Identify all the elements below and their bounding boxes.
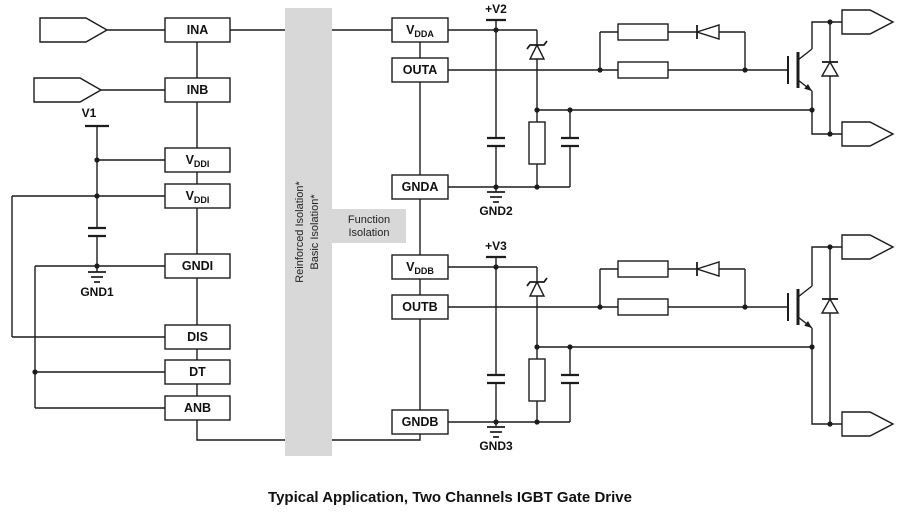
terminal-arrow-icon [841, 234, 895, 260]
v1-label: V1 [82, 106, 97, 120]
wire [448, 246, 842, 427]
capacitor-icon [561, 136, 579, 148]
pin-label-inb: INB [187, 83, 209, 97]
ground-symbol-icon [88, 271, 106, 283]
pin-box-outa: OUTA [391, 57, 449, 83]
gnd1-label: GND1 [80, 285, 114, 299]
freewheel-diode-icon [820, 60, 840, 77]
pin-label-gndb: GNDB [402, 415, 439, 429]
isolation-barrier: Reinforced Isolation* Basic Isolation* F… [285, 8, 406, 456]
input-signal-arrow-icon [33, 77, 103, 103]
gnd2-label: GND2 [479, 204, 513, 218]
reinforced-isolation-label: Reinforced Isolation* [294, 181, 306, 283]
capacitor-icon [561, 373, 579, 385]
pin-box-anb: ANB [164, 395, 231, 421]
pin-box-outb: OUTB [391, 294, 449, 320]
basic-isolation-label: Basic Isolation* [309, 194, 321, 270]
pin-box-gnda: GNDA [391, 174, 449, 200]
pin-box-dt: DT [164, 359, 231, 385]
freewheel-diode-icon [820, 297, 840, 314]
pin-label-dis: DIS [187, 330, 208, 344]
pin-label-gnda: GNDA [402, 180, 439, 194]
capacitor-icon [487, 136, 505, 148]
pin-box-ina: INA [164, 17, 231, 43]
v2-label: +V2 [485, 2, 507, 16]
pin-label-gndi: GNDI [182, 259, 213, 273]
pin-box-vdda: VDDA [391, 17, 449, 43]
igbt-icon [787, 289, 812, 328]
resistor-icon [528, 121, 546, 165]
resistor-icon [617, 61, 669, 79]
pin-label-ina: INA [187, 23, 209, 37]
zener-diode-icon [526, 40, 548, 60]
zener-diode-icon [526, 277, 548, 297]
pin-box-vddi-2: VDDI [164, 183, 231, 209]
pin-box-vddi-1: VDDI [164, 147, 231, 173]
diode-icon [694, 261, 720, 277]
v3-label: +V3 [485, 239, 507, 253]
igbt-icon [787, 52, 812, 91]
pin-box-dis: DIS [164, 324, 231, 350]
wire [11, 29, 165, 409]
pin-label-anb: ANB [184, 401, 211, 415]
resistor-icon [528, 358, 546, 402]
gnd3-label: GND3 [479, 439, 513, 453]
function-isolation-box [332, 209, 406, 243]
pin-label-vddi-1: VDDI [186, 153, 210, 169]
ground-symbol-icon [487, 191, 505, 203]
pin-box-inb: INB [164, 77, 231, 103]
resistor-icon [617, 298, 669, 316]
isolation-bar [285, 8, 332, 456]
pin-label-vddb: VDDB [406, 260, 434, 276]
pin-label-vdda: VDDA [406, 23, 434, 39]
resistor-icon [617, 23, 669, 41]
ground-symbol-icon [487, 426, 505, 438]
capacitor-icon [487, 373, 505, 385]
function-isolation-label-line2: Isolation [349, 227, 390, 239]
terminal-arrow-icon [841, 9, 895, 35]
diode-icon [694, 24, 720, 40]
terminal-arrow-icon [841, 121, 895, 147]
junction-dots [32, 19, 833, 427]
pin-label-vddi-2: VDDI [186, 189, 210, 205]
wire [448, 20, 842, 192]
function-isolation-label-line1: Function [348, 214, 390, 226]
input-signal-arrow-icon [39, 17, 109, 43]
pin-box-vddb: VDDB [391, 254, 449, 280]
terminal-arrow-icon [841, 411, 895, 437]
pin-label-outa: OUTA [403, 63, 438, 77]
pin-label-dt: DT [189, 365, 206, 379]
input-side-wiring: V1 GND1 [11, 17, 165, 409]
channel-a-circuit: +V2 [448, 2, 895, 218]
resistor-icon [617, 260, 669, 278]
pin-label-outb: OUTB [402, 300, 437, 314]
figure-caption: Typical Application, Two Channels IGBT G… [268, 489, 632, 506]
pin-box-gndb: GNDB [391, 409, 449, 435]
channel-b-circuit: +V3 [448, 234, 895, 453]
pin-box-gndi: GNDI [164, 253, 231, 279]
capacitor-icon [88, 226, 106, 238]
